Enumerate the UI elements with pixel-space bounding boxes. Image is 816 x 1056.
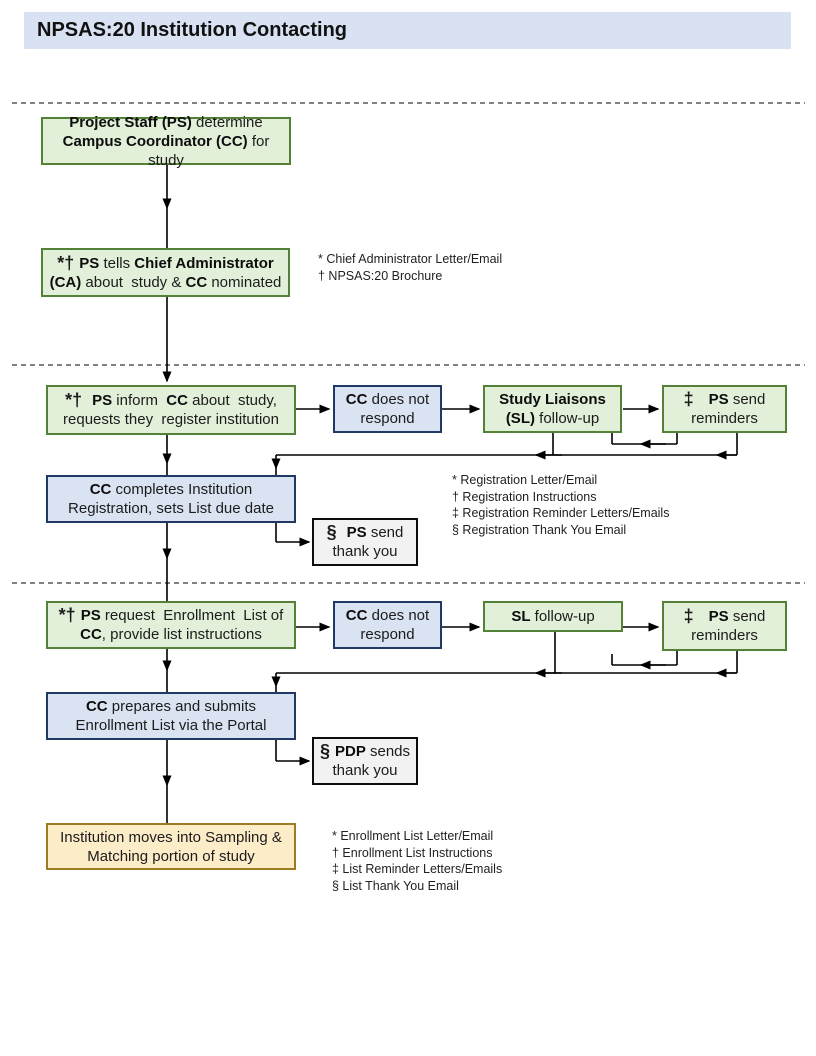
note-line: * Registration Letter/Email (452, 473, 598, 487)
note-line: † Registration Instructions (452, 489, 597, 504)
note-line: * Enrollment List Letter/Email (332, 829, 494, 843)
note-enrollment-list: * Enrollment List Letter/Email † Enrollm… (332, 828, 502, 894)
title-bar: NPSAS:20 Institution Contacting (24, 12, 791, 49)
flow-box-tell-chief-administrator: *† PS tells Chief Administrator(CA) abou… (41, 248, 290, 297)
flow-box-sl-followup: SL follow-up (483, 601, 623, 632)
flow-box-inform-cc: *† PS inform CC about study,requests the… (46, 385, 296, 435)
flow-box-sampling-matching: Institution moves into Sampling &Matchin… (46, 823, 296, 870)
note-chief-administrator: * Chief Administrator Letter/Email † NPS… (318, 251, 502, 284)
note-line: * Chief Administrator Letter/Email (318, 252, 503, 266)
flow-box-study-liaisons-followup: Study Liaisons(SL) follow-up (483, 385, 622, 433)
note-line: † Enrollment List Instructions (332, 845, 493, 860)
note-line: ‡ List Reminder Letters/Emails (332, 862, 503, 876)
page-title: NPSAS:20 Institution Contacting (37, 19, 347, 41)
note-line: § Registration Thank You Email (452, 522, 627, 537)
note-registration: * Registration Letter/Email † Registrati… (452, 472, 669, 538)
note-line: § List Thank You Email (332, 878, 459, 893)
section-separators (12, 102, 805, 584)
note-line: † NPSAS:20 Brochure (318, 268, 443, 283)
note-line: ‡ Registration Reminder Letters/Emails (452, 506, 670, 520)
